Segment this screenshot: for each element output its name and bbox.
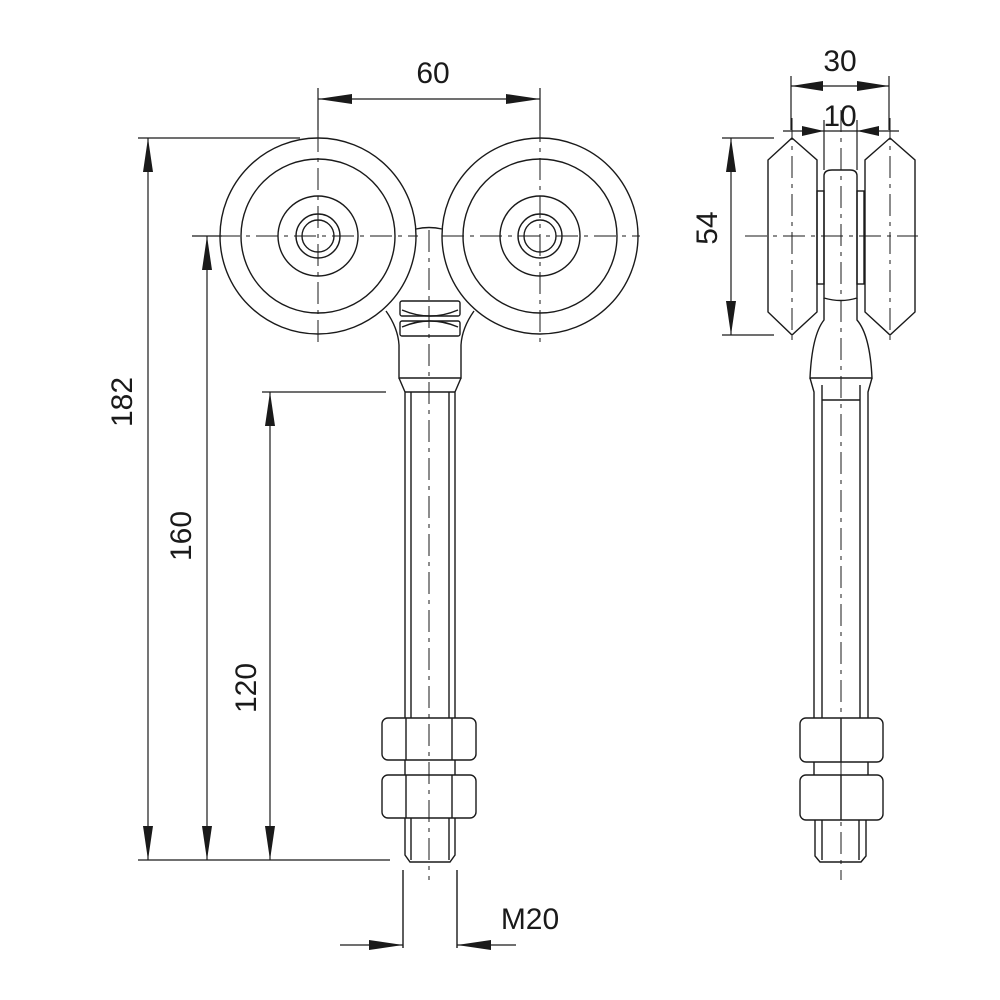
body-bracket <box>385 226 475 880</box>
dimension-182: 182 <box>106 137 390 861</box>
side-view <box>745 110 918 880</box>
dimension-60: 60 <box>317 57 541 130</box>
upper-nut <box>381 717 477 761</box>
dimension-label: 182 <box>106 377 139 427</box>
dimension-label: 120 <box>230 663 263 713</box>
dimension-10: 10 <box>783 100 899 170</box>
dimension-30: 30 <box>790 45 890 130</box>
right-wheel <box>441 120 640 342</box>
left-wheel <box>218 130 418 342</box>
dimension-54: 54 <box>691 137 774 336</box>
dimension-label: M20 <box>501 903 559 936</box>
dimension-label: 54 <box>691 211 724 244</box>
dimension-label: 160 <box>165 511 198 561</box>
lower-nut <box>381 774 477 819</box>
side-left-wheel <box>767 137 818 336</box>
dimension-120: 120 <box>230 391 386 860</box>
threaded-rod <box>398 377 462 948</box>
dimension-160: 160 <box>165 235 222 860</box>
dimension-m20: M20 <box>340 903 559 950</box>
front-view <box>218 120 640 948</box>
side-right-wheel <box>864 137 916 336</box>
dimension-label: 60 <box>416 57 449 90</box>
dimension-label: 10 <box>823 100 856 133</box>
dimension-label: 30 <box>823 45 856 78</box>
